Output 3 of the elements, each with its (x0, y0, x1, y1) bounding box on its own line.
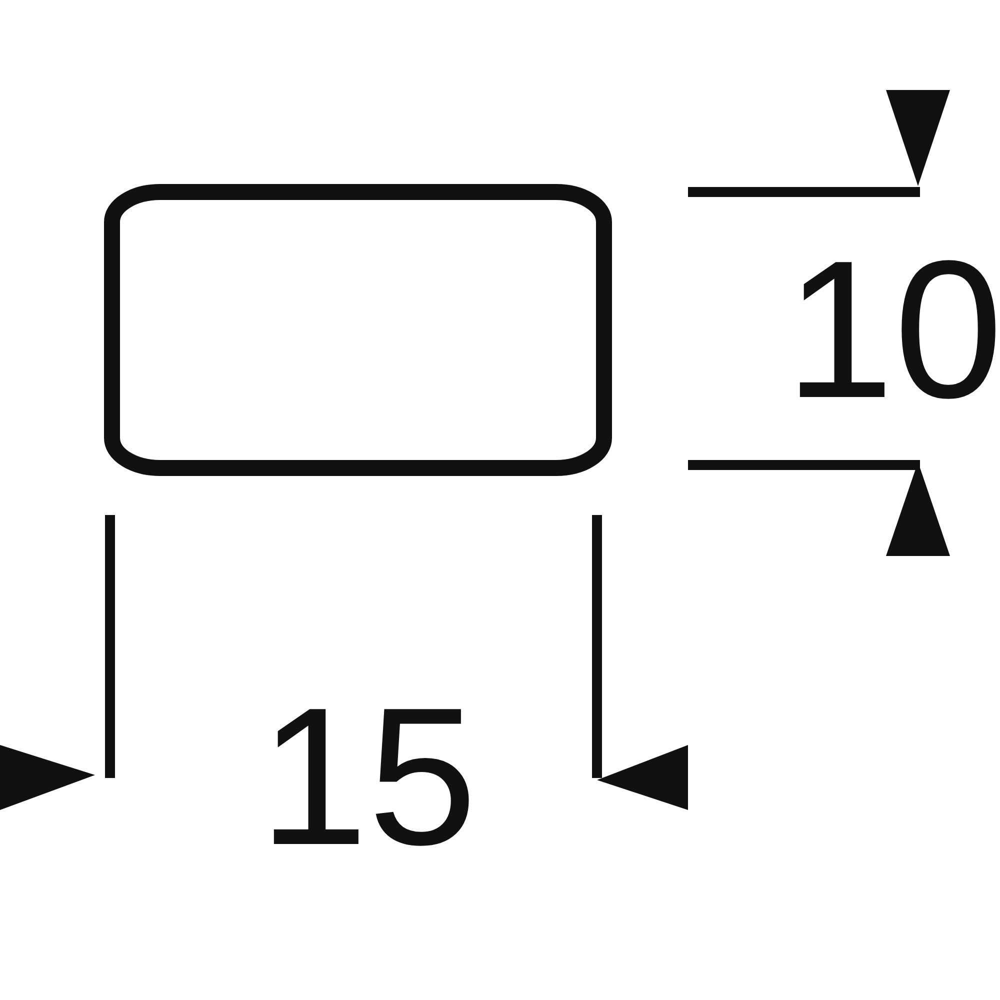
dimension-label: 15 (259, 679, 477, 875)
rounded-rectangle (104, 184, 612, 476)
dimension-label: 10 (785, 232, 1000, 428)
